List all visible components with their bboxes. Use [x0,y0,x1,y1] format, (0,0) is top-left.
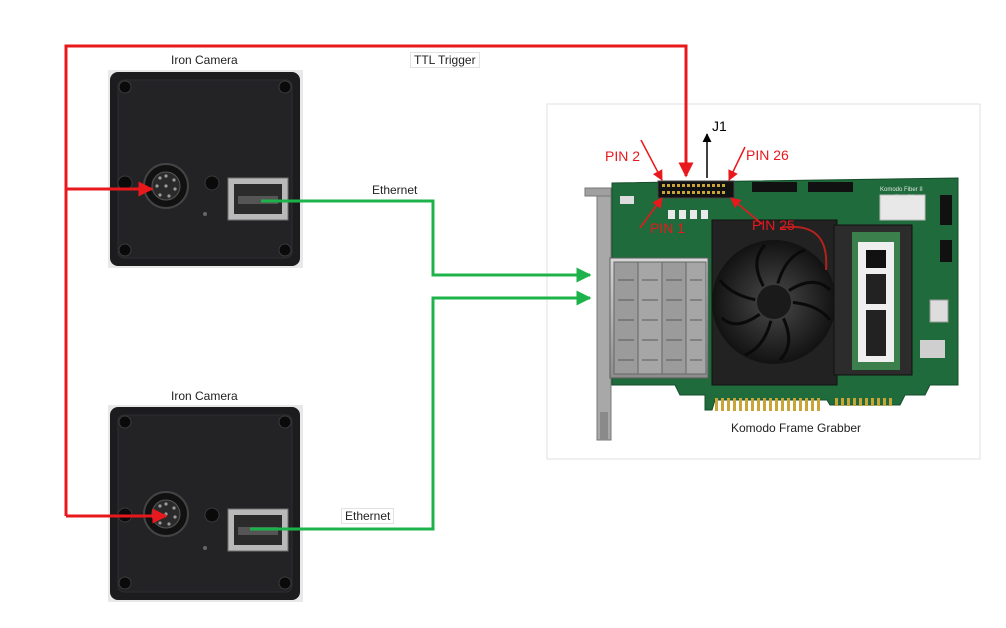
camera-bottom [108,405,303,602]
camera-bottom-title: Iron Camera [171,389,238,403]
pin26-pointer [728,146,746,181]
pin2-pointer [640,139,663,181]
frame-grabber-caption: Komodo Frame Grabber [731,421,862,435]
pin2-label: PIN 2 [605,148,641,164]
gold-fingers [715,398,892,411]
pcb-silkscreen-brand: Komodo Fiber II [880,187,923,193]
heatsink-fan [711,219,838,386]
ttl-trigger-wiring [64,44,694,524]
ethernet-line-bottom [250,290,592,531]
pin-pointers [639,133,763,229]
pcb-silkscreen-rev: Rev 01 [895,195,915,201]
ttl-trigger-label: TTL Trigger [410,52,480,68]
j1-label: J1 [712,118,727,134]
sfp-cages [609,257,709,379]
pin26-label: PIN 26 [746,147,789,163]
ethernet-top-label: Ethernet [372,183,418,197]
ethernet-line-top [261,199,592,283]
ethernet-wiring [250,199,592,531]
trigger-line [64,44,688,516]
frame-grabber-card [546,103,981,460]
pin25-label: PIN 25 [752,217,795,233]
j1-header [657,180,735,199]
pci-bracket [596,189,612,441]
camera-top-title: Iron Camera [171,53,238,67]
pin1-pointer [639,197,663,229]
memory-module [833,224,913,376]
ethernet-bottom-label: Ethernet [341,508,395,524]
pin1-label: PIN 1 [650,220,686,236]
camera-top [108,70,303,268]
pin25-pointer [730,197,763,225]
